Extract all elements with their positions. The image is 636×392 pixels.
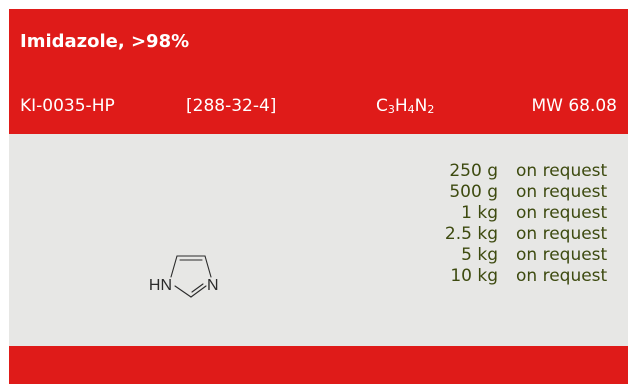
price-row: 2.5 kg on request xyxy=(384,224,624,245)
cas-number: [288-32-4] xyxy=(186,96,277,116)
availability: on request xyxy=(516,266,608,286)
product-details: HN N 250 g on request 500 g on request 1 kg o… xyxy=(9,134,628,346)
product-card: Imidazole, >98% KI-0035-HP [288-32-4] C3… xyxy=(9,9,628,384)
pack-size: 500 g xyxy=(449,182,498,202)
product-title: Imidazole, >98% xyxy=(20,31,190,52)
pack-size: 5 kg xyxy=(461,245,498,265)
pack-size: 1 kg xyxy=(461,203,498,223)
pack-size: 250 g xyxy=(449,161,498,181)
price-list: 250 g on request 500 g on request 1 kg on req… xyxy=(384,161,624,287)
pack-size: 10 kg xyxy=(450,266,498,286)
price-row: 5 kg on request xyxy=(384,245,624,266)
availability: on request xyxy=(516,182,608,202)
price-row: 1 kg on request xyxy=(384,203,624,224)
product-code: KI-0035-HP xyxy=(20,96,115,116)
pack-size: 2.5 kg xyxy=(444,224,498,244)
price-row: 500 g on request xyxy=(384,182,624,203)
availability: on request xyxy=(516,161,608,181)
availability: on request xyxy=(516,245,608,265)
price-row: 10 kg on request xyxy=(384,266,624,287)
availability: on request xyxy=(516,203,608,223)
imidazole-structure: HN N xyxy=(149,255,219,298)
product-header: Imidazole, >98% KI-0035-HP [288-32-4] C3… xyxy=(9,9,628,134)
availability: on request xyxy=(516,224,608,244)
molecular-weight: MW 68.08 xyxy=(531,96,617,116)
price-row: 250 g on request xyxy=(384,161,624,182)
n-label: N xyxy=(207,277,219,294)
molecular-formula: C3H4N2 xyxy=(376,96,435,116)
nh-label: HN xyxy=(149,277,172,294)
product-footer xyxy=(9,346,628,384)
